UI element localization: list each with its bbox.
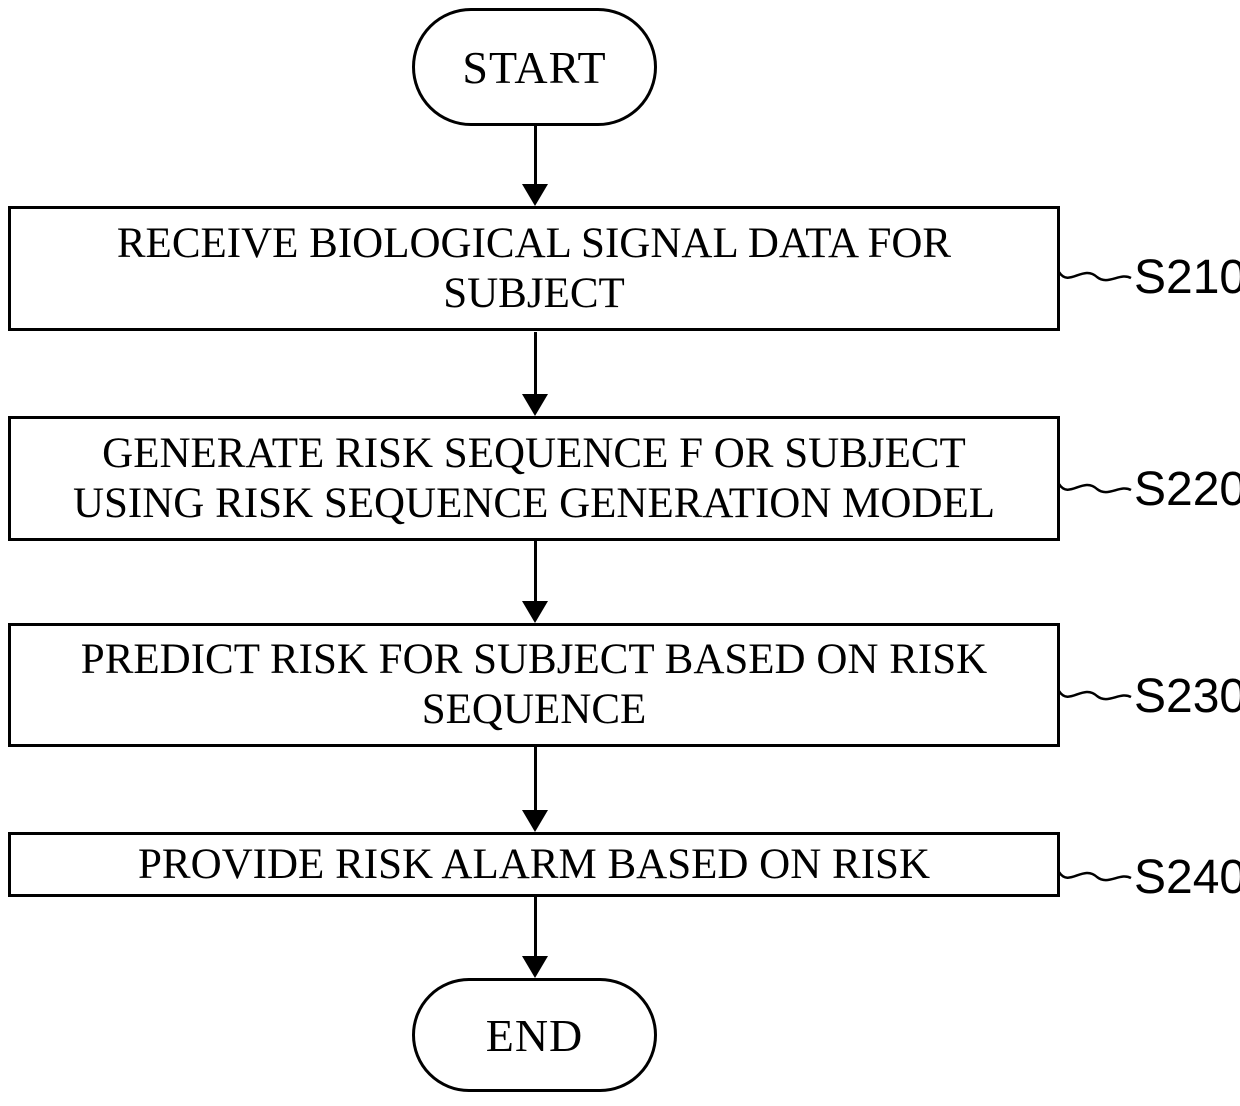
step1-process-box: RECEIVE BIOLOGICAL SIGNAL DATA FOR SUBJE… [8,206,1060,331]
step4-reference: S240 [1058,848,1240,906]
step3-process-box: PREDICT RISK FOR SUBJECT BASED ON RISK S… [8,623,1060,747]
step1-text-line1: RECEIVE BIOLOGICAL SIGNAL DATA FOR [116,219,952,267]
step2-process-box: GENERATE RISK SEQUENCE F OR SUBJECT USIN… [8,416,1060,541]
step1-text-line2: SUBJECT [443,269,625,317]
arrow-shaft [533,332,537,394]
arrow-head-icon [522,810,548,832]
flow-arrow-step1-to-step2 [522,332,548,416]
arrow-shaft [533,541,537,601]
arrow-shaft [533,126,537,184]
flow-arrow-step2-to-step3 [522,541,548,623]
flow-arrow-step3-to-step4 [522,747,548,832]
leader-line [1058,271,1132,282]
step2-text-line1: GENERATE RISK SEQUENCE F OR SUBJECT [102,429,966,477]
leader-line [1058,483,1132,494]
step2-text-line2: USING RISK SEQUENCE GENERATION MODEL [72,479,996,527]
step3-reference: S230 [1058,667,1240,725]
leader-line [1058,690,1132,701]
arrow-head-icon [522,394,548,416]
arrow-shaft [533,897,537,956]
end-terminal: END [412,978,657,1092]
step3-text-line2: SEQUENCE [421,686,647,733]
step2-ref-label: S220 [1134,462,1240,516]
arrow-head-icon [522,184,548,206]
flow-arrow-start-to-step1 [522,126,548,206]
step1-reference: S210 [1058,248,1240,306]
step4-ref-label: S240 [1134,850,1240,904]
start-label: START [462,41,607,93]
start-terminal: START [412,8,657,126]
flow-arrow-step4-to-end [522,897,548,978]
arrow-head-icon [522,956,548,978]
arrow-head-icon [522,601,548,623]
arrow-shaft [533,747,537,810]
end-label: END [485,1009,584,1061]
leader-line [1058,871,1132,882]
step4-process-box: PROVIDE RISK ALARM BASED ON RISK [8,832,1060,897]
step1-ref-label: S210 [1134,250,1240,304]
step3-text-line1: PREDICT RISK FOR SUBJECT BASED ON RISK [80,636,988,683]
step4-text-line1: PROVIDE RISK ALARM BASED ON RISK [137,840,930,888]
step3-ref-label: S230 [1134,669,1240,723]
step2-reference: S220 [1058,460,1240,518]
